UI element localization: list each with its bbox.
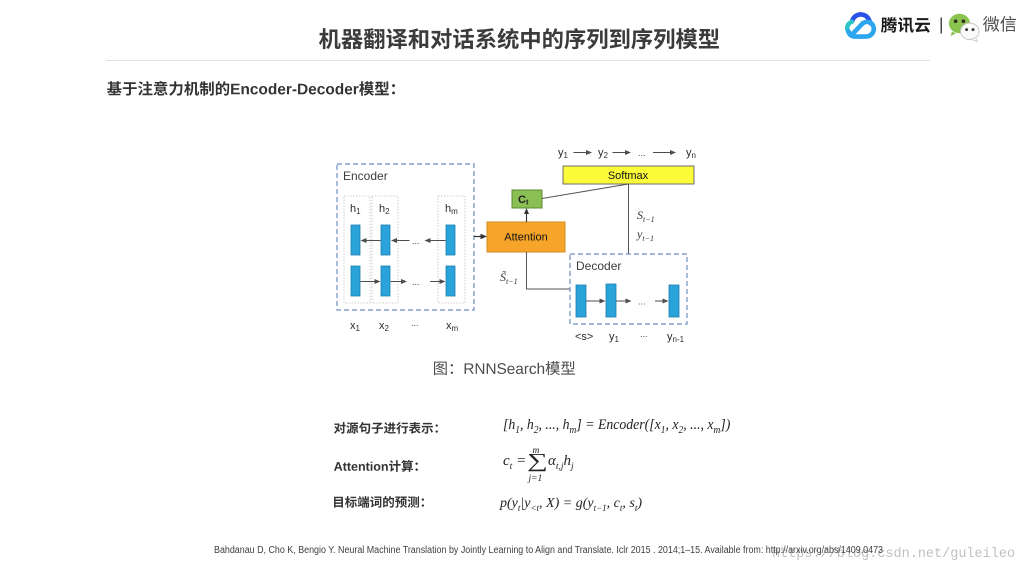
svg-text:yn-1: yn-1 (667, 331, 685, 344)
svg-text:<s>: <s> (575, 331, 593, 343)
svg-text:x2: x2 (379, 320, 390, 333)
svg-text:hm: hm (445, 203, 458, 216)
svg-text:h1: h1 (350, 203, 361, 216)
svg-text:St−1: St−1 (637, 208, 655, 224)
svg-text:...: ... (411, 318, 419, 328)
svg-text:Attention: Attention (504, 232, 547, 244)
svg-text:yn: yn (686, 147, 696, 160)
svg-text:x1: x1 (350, 320, 361, 333)
svg-text:Ct: Ct (518, 194, 529, 207)
svg-text:...: ... (638, 297, 646, 307)
svg-text:yt−1: yt−1 (636, 227, 654, 243)
svg-text:y1: y1 (558, 147, 569, 160)
svg-text:xm: xm (446, 320, 459, 333)
svg-text:y2: y2 (598, 147, 609, 160)
svg-text:Decoder: Decoder (576, 259, 621, 273)
svg-text:S̃t−1: S̃t−1 (500, 270, 518, 286)
svg-text:...: ... (638, 148, 646, 158)
svg-text:Encoder: Encoder (343, 169, 388, 183)
svg-text:Softmax: Softmax (608, 170, 649, 182)
svg-text:h2: h2 (379, 203, 390, 216)
svg-text:...: ... (640, 329, 648, 339)
svg-text:y1: y1 (609, 331, 620, 344)
svg-text:...: ... (412, 277, 420, 287)
svg-text:...: ... (412, 236, 420, 246)
